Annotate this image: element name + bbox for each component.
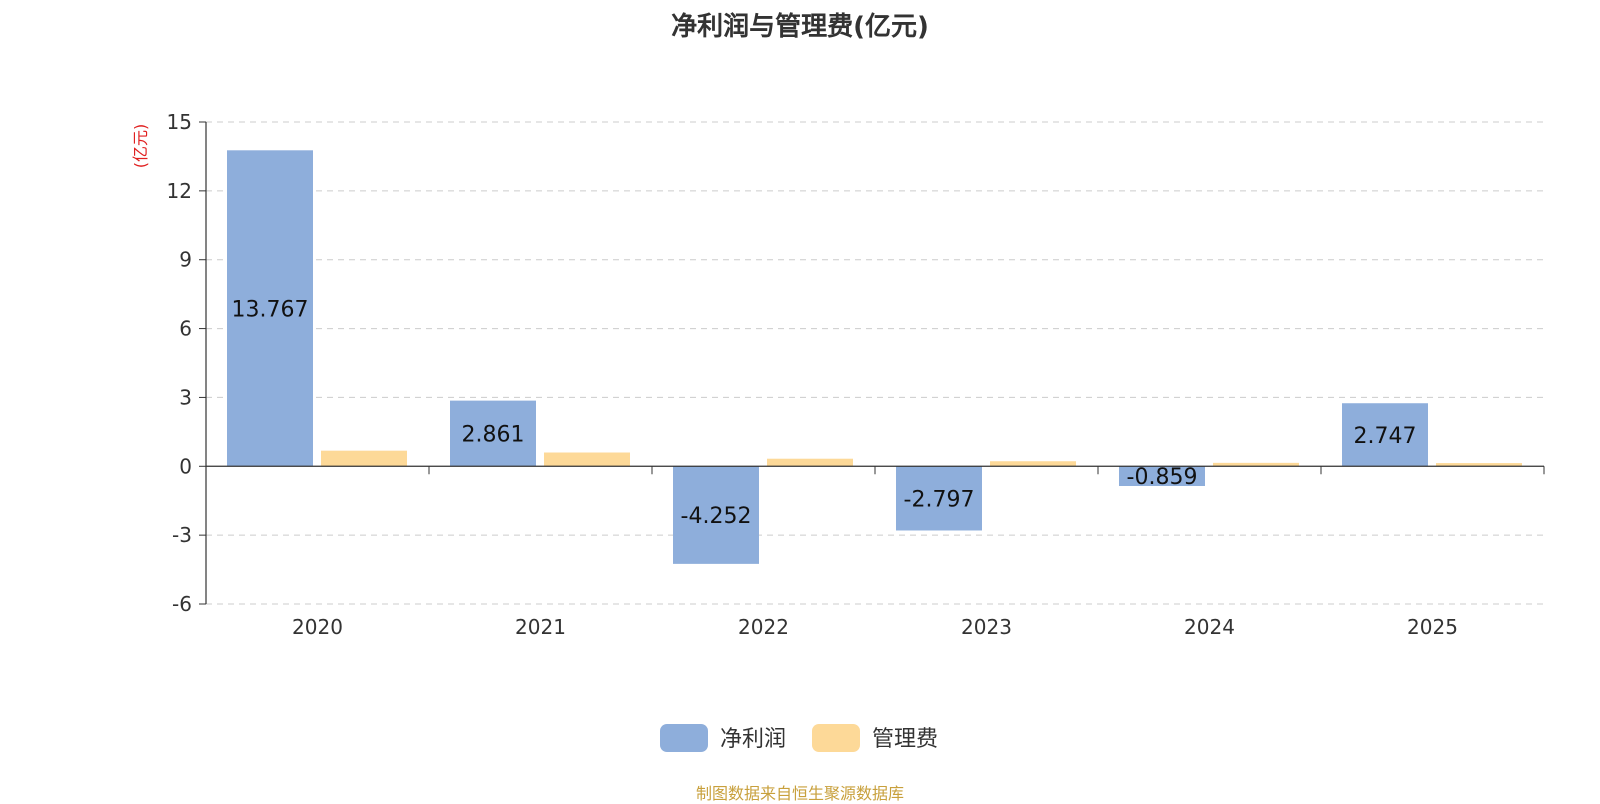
y-tick-label: 0 bbox=[179, 454, 192, 478]
bar-净利润-2023 bbox=[896, 466, 982, 531]
bar-管理费-2023 bbox=[990, 461, 1076, 467]
bar-管理费-2020 bbox=[321, 450, 407, 467]
source-note: 制图数据来自恒生聚源数据库 bbox=[695, 784, 904, 803]
data-label: -2.797 bbox=[904, 487, 975, 512]
x-tick-label: 2021 bbox=[515, 615, 566, 639]
data-label: 2.747 bbox=[1354, 424, 1417, 449]
data-label: 2.861 bbox=[462, 422, 525, 447]
y-tick-label: 3 bbox=[179, 385, 192, 409]
bar-管理费-2022 bbox=[767, 458, 853, 467]
bar-管理费-2024 bbox=[1213, 462, 1299, 467]
x-tick-label: 2023 bbox=[961, 615, 1012, 639]
x-tick-label: 2020 bbox=[292, 615, 343, 639]
x-tick-label: 2022 bbox=[738, 615, 789, 639]
legend-swatch-净利润 bbox=[660, 724, 708, 752]
x-tick-label: 2024 bbox=[1184, 615, 1235, 639]
y-tick-label: -3 bbox=[172, 523, 192, 547]
bar-净利润-2020 bbox=[227, 150, 313, 467]
data-label: -4.252 bbox=[681, 504, 752, 529]
y-tick-label: 15 bbox=[167, 110, 192, 134]
bar-净利润-2025 bbox=[1342, 403, 1428, 467]
legend-label-管理费: 管理费 bbox=[872, 727, 938, 752]
y-tick-label: 6 bbox=[179, 317, 192, 341]
x-tick-label: 2025 bbox=[1407, 615, 1458, 639]
y-tick-label: 9 bbox=[179, 248, 192, 272]
chart-title: 净利润与管理费(亿元) bbox=[671, 12, 929, 42]
bar-净利润-2024 bbox=[1119, 466, 1205, 487]
bar-净利润-2022 bbox=[673, 466, 759, 564]
bar-管理费-2025 bbox=[1436, 463, 1522, 467]
bar-管理费-2021 bbox=[544, 452, 630, 467]
legend-swatch-管理费 bbox=[812, 724, 860, 752]
y-tick-label: 12 bbox=[167, 179, 192, 203]
data-label: -0.859 bbox=[1127, 465, 1198, 490]
legend-label-净利润: 净利润 bbox=[720, 727, 786, 752]
y-axis-label: (亿元) bbox=[131, 124, 150, 169]
y-tick-label: -6 bbox=[172, 592, 192, 616]
data-label: 13.767 bbox=[232, 297, 309, 322]
bar-净利润-2021 bbox=[450, 400, 536, 467]
